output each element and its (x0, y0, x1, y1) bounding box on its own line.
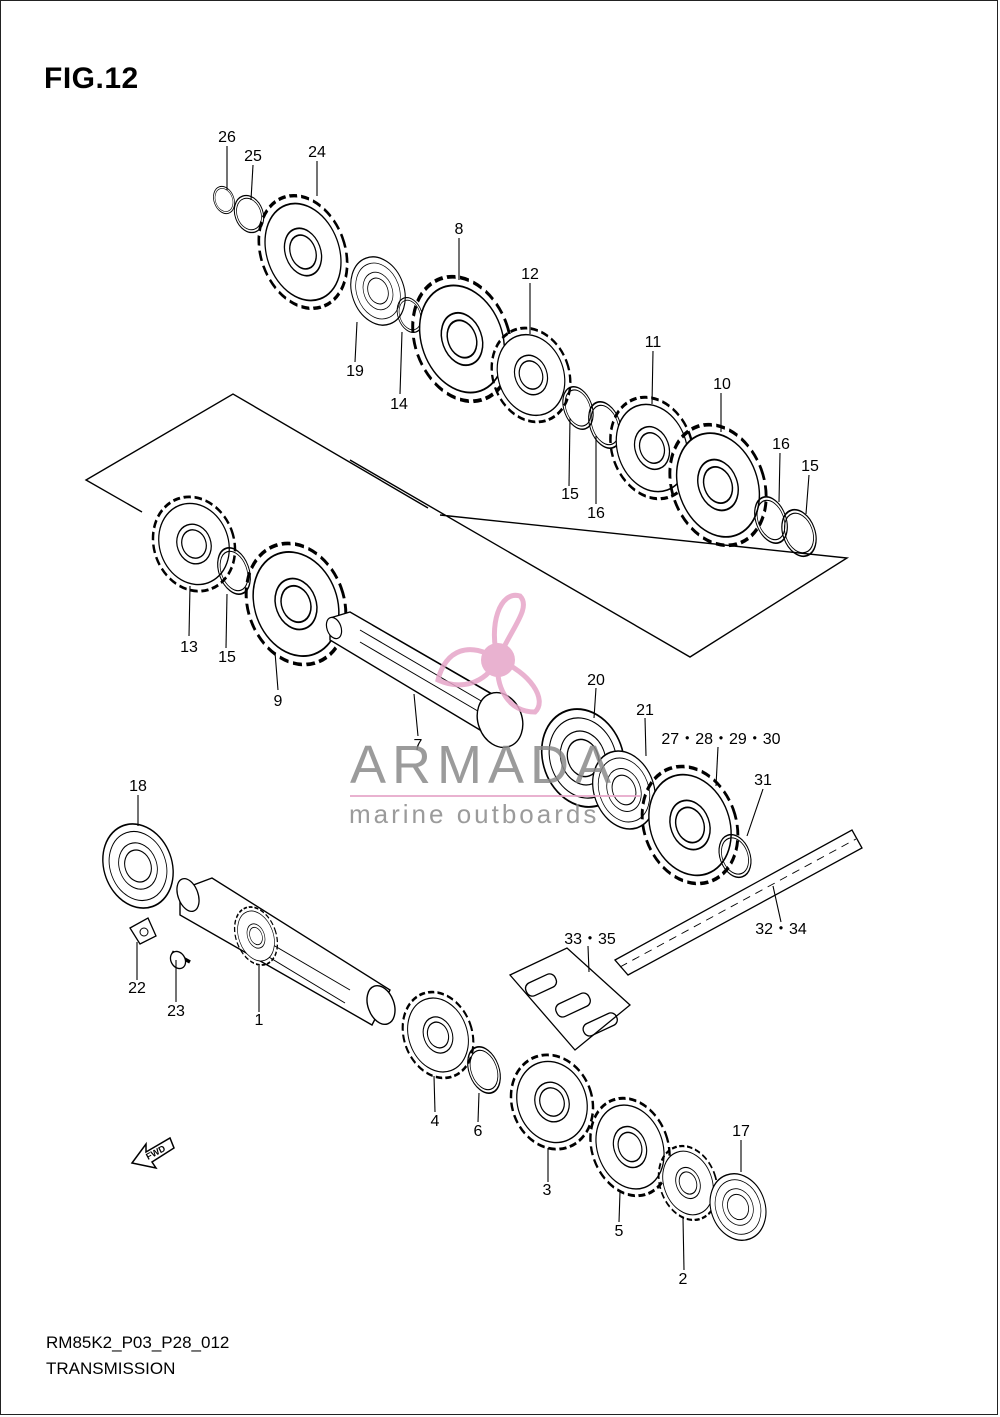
callout-19: 19 (346, 363, 364, 380)
callout-18: 18 (129, 778, 147, 795)
callout-14: 14 (390, 396, 408, 413)
mainshaft-1 (176, 877, 396, 1026)
watermark-tagline: marine outboards (349, 799, 599, 829)
callout-22: 22 (128, 980, 146, 997)
callout-13: 13 (180, 639, 198, 656)
figure-title: FIG.12 (44, 62, 139, 95)
chain-joint-kit (508, 947, 631, 1051)
callout-12: 12 (521, 266, 539, 283)
callout-6: 6 (474, 1123, 483, 1140)
countershaft-group-outline-2 (349, 459, 850, 658)
callout-3: 3 (543, 1182, 552, 1199)
gear-9 (227, 527, 365, 681)
callout-23: 23 (167, 1003, 185, 1020)
callout-labels: 26 25 24 8 19 14 12 11 10 16 15 15 16 13… (128, 129, 819, 1288)
armada-watermark: ARMADA marine outboards (349, 592, 640, 829)
bearing-18 (90, 813, 186, 919)
callout-15-upper: 15 (561, 486, 579, 503)
callout-2: 2 (679, 1271, 688, 1288)
callout-10: 10 (713, 376, 731, 393)
bearing-19 (340, 248, 416, 334)
fwd-direction-arrow: FWD (130, 1136, 175, 1170)
watermark-brand: ARMADA (350, 735, 617, 795)
washer-25 (228, 190, 270, 238)
callout-20: 20 (587, 672, 605, 689)
callout-31: 31 (754, 772, 772, 789)
callout-15-left: 15 (218, 649, 236, 666)
callout-4: 4 (431, 1113, 440, 1130)
gear-13 (138, 483, 250, 605)
callout-8: 8 (455, 221, 464, 238)
callout-25: 25 (244, 148, 262, 165)
propeller-logo-icon (435, 592, 542, 715)
callout-21: 21 (636, 702, 654, 719)
callout-7: 7 (414, 737, 423, 754)
callout-32-34: 32・34 (755, 921, 807, 938)
callout-17: 17 (732, 1123, 750, 1140)
callout-16-right: 16 (772, 436, 790, 453)
gear-24 (242, 181, 364, 323)
callout-15-right: 15 (801, 458, 819, 475)
gear-3 (496, 1041, 608, 1163)
callout-26: 26 (218, 129, 236, 146)
callout-16-upper: 16 (587, 505, 605, 522)
diagram-code: RM85K2_P03_P28_012 (46, 1333, 230, 1352)
countershaft-group-outline (84, 393, 429, 513)
screw-23 (169, 950, 191, 970)
callout-24: 24 (308, 144, 326, 161)
stopper-22 (129, 917, 157, 945)
callout-1: 1 (255, 1012, 264, 1029)
leader-lines (136, 146, 810, 1271)
drive-chain (613, 829, 863, 976)
callout-27-30: 27・28・29・30 (661, 731, 780, 748)
washer-6 (460, 1041, 508, 1099)
callout-33-35: 33・35 (564, 931, 616, 948)
callout-5: 5 (615, 1223, 624, 1240)
callout-11: 11 (645, 334, 662, 351)
diagram-name: TRANSMISSION (46, 1359, 176, 1378)
callout-9: 9 (274, 693, 283, 710)
